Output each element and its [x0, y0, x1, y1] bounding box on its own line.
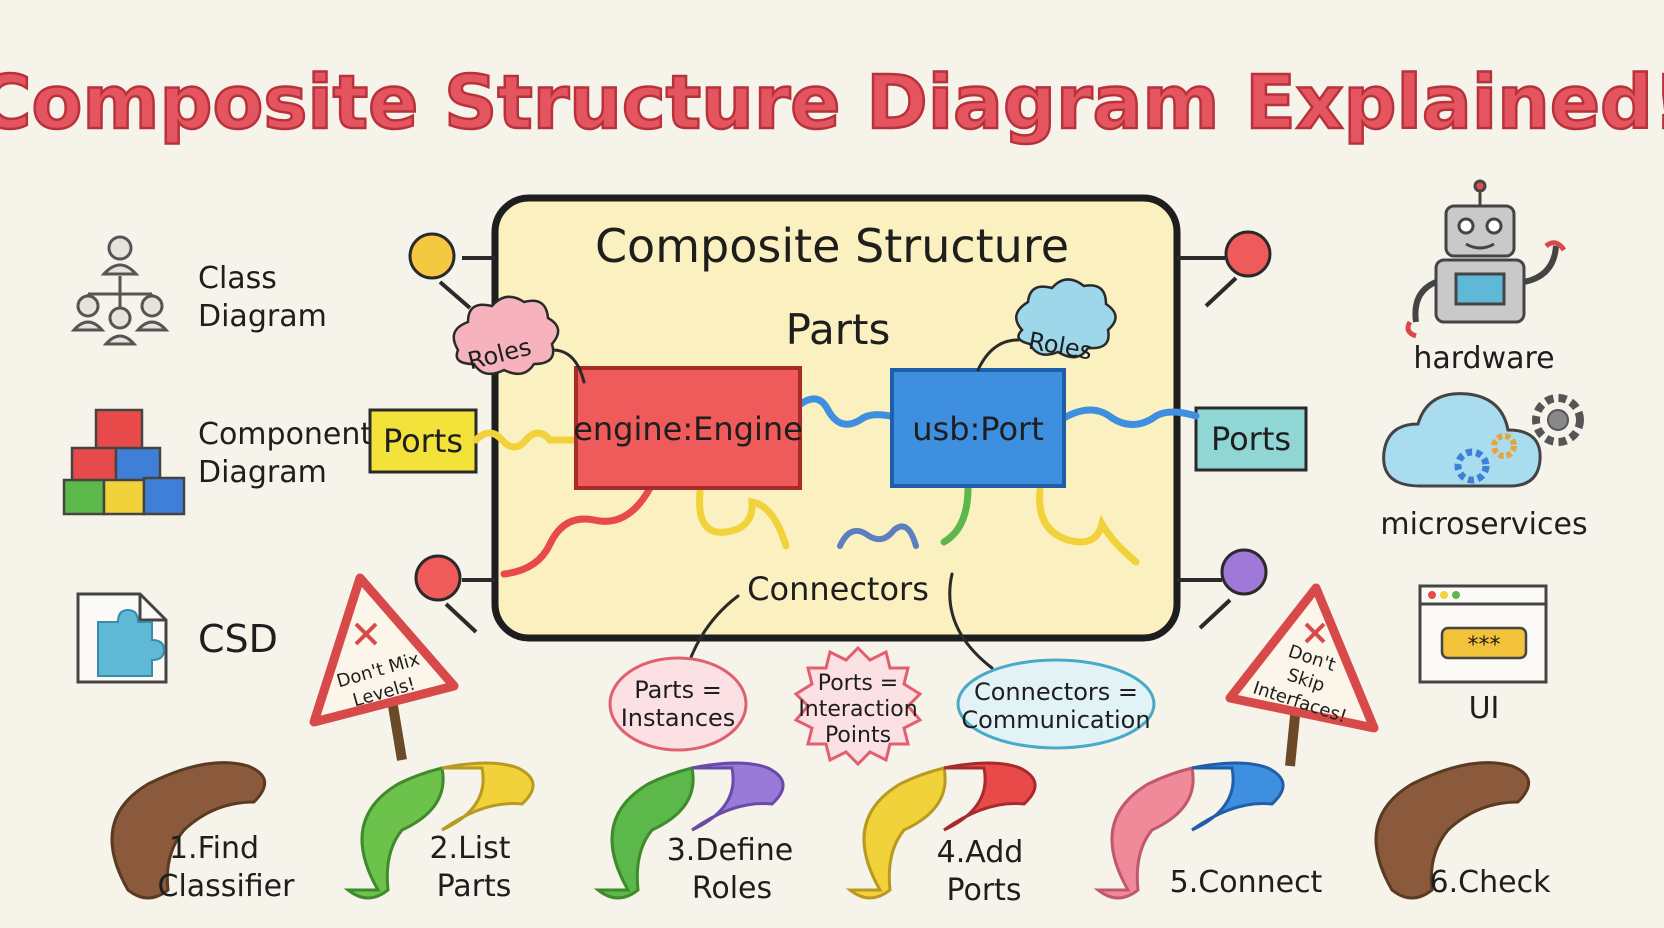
step-6-line1: 6.Check: [1430, 865, 1552, 900]
lollipop-top-left: [408, 232, 495, 310]
ports-right-box: [1194, 406, 1308, 472]
part-engine-box: [574, 366, 802, 490]
definition-connectors-bubble: [956, 658, 1156, 750]
step-3-line2: Roles: [692, 871, 772, 906]
definition-connectors-line1: Connectors =: [974, 678, 1138, 706]
part-usb-box: [890, 368, 1066, 488]
left-item-csd-line1: CSD: [198, 617, 278, 661]
step-1-line2: Classifier: [158, 869, 296, 904]
left-item-class-line2: Diagram: [198, 299, 327, 334]
step-4-line2: Ports: [946, 873, 1021, 908]
left-item-component-line2: Diagram: [198, 455, 327, 490]
ports-right-label: Ports: [1211, 420, 1291, 458]
step-2-line2: Parts: [437, 869, 512, 904]
robot-icon: [1405, 179, 1567, 339]
page-title: Composite Structure Diagram Explained!: [0, 60, 1664, 146]
step-4-line1: 4.Add: [937, 835, 1024, 870]
definition-parts-line2: Instances: [621, 704, 736, 732]
part-engine-label: engine:Engine: [573, 410, 803, 448]
definition-ports-line3: Points: [825, 723, 891, 748]
right-item-hardware: hardware: [1413, 341, 1554, 376]
step-2: 2.List Parts: [343, 761, 535, 904]
parts-label: Parts: [786, 305, 891, 354]
ports-left-box: [368, 408, 478, 474]
ports-left-label: Ports: [383, 422, 463, 460]
right-item-ui: UI: [1469, 691, 1500, 726]
lollipop-top-right: [1177, 230, 1272, 308]
step-1: 1.Find Classifier: [110, 761, 296, 904]
step-1-line1: 1.Find: [169, 831, 259, 866]
step-3-line1: 3.Define: [667, 833, 794, 868]
definition-parts-line1: Parts =: [634, 676, 722, 704]
definition-ports-line2: Interaction: [798, 697, 917, 722]
definition-ports-line1: Ports =: [818, 671, 899, 696]
lollipop-bottom-right: [1177, 548, 1268, 630]
hierarchy-icon: [70, 235, 170, 346]
puzzle-document-icon: [76, 592, 168, 684]
left-item-class-line1: Class: [198, 261, 277, 296]
step-4: 4.Add Ports: [845, 761, 1037, 908]
step-2-line1: 2.List: [429, 831, 510, 866]
left-item-component-line1: Component: [198, 417, 372, 452]
frame-heading: Composite Structure: [595, 219, 1069, 273]
building-blocks-icon: [62, 408, 186, 516]
warning-sign-right: Don't Skip Interfaces!: [1225, 583, 1379, 767]
warning-sign-left: Don't Mix Levels!: [309, 573, 459, 761]
right-item-microservices: microservices: [1380, 507, 1587, 542]
lollipop-bottom-left: [414, 554, 495, 634]
step-6: 6.Check: [1374, 761, 1552, 900]
definition-ports-burst: [793, 645, 923, 767]
ui-window-text: ***: [1468, 633, 1501, 658]
step-3: 3.Define Roles: [593, 761, 794, 906]
roles-right-cloud: [1015, 278, 1117, 359]
connector-lines: [472, 395, 1200, 578]
definition-parts-bubble: [608, 656, 748, 752]
part-usb-label: usb:Port: [912, 410, 1043, 448]
roles-left-cloud: [452, 295, 560, 376]
step-5: 5.Connect: [1093, 761, 1323, 900]
step-5-line1: 5.Connect: [1170, 865, 1323, 900]
browser-window-icon: ***: [1418, 584, 1548, 684]
definition-connectors-line2: Communication: [961, 706, 1150, 734]
connectors-label: Connectors: [747, 570, 929, 608]
cloud-gears-icon: [1382, 392, 1584, 488]
